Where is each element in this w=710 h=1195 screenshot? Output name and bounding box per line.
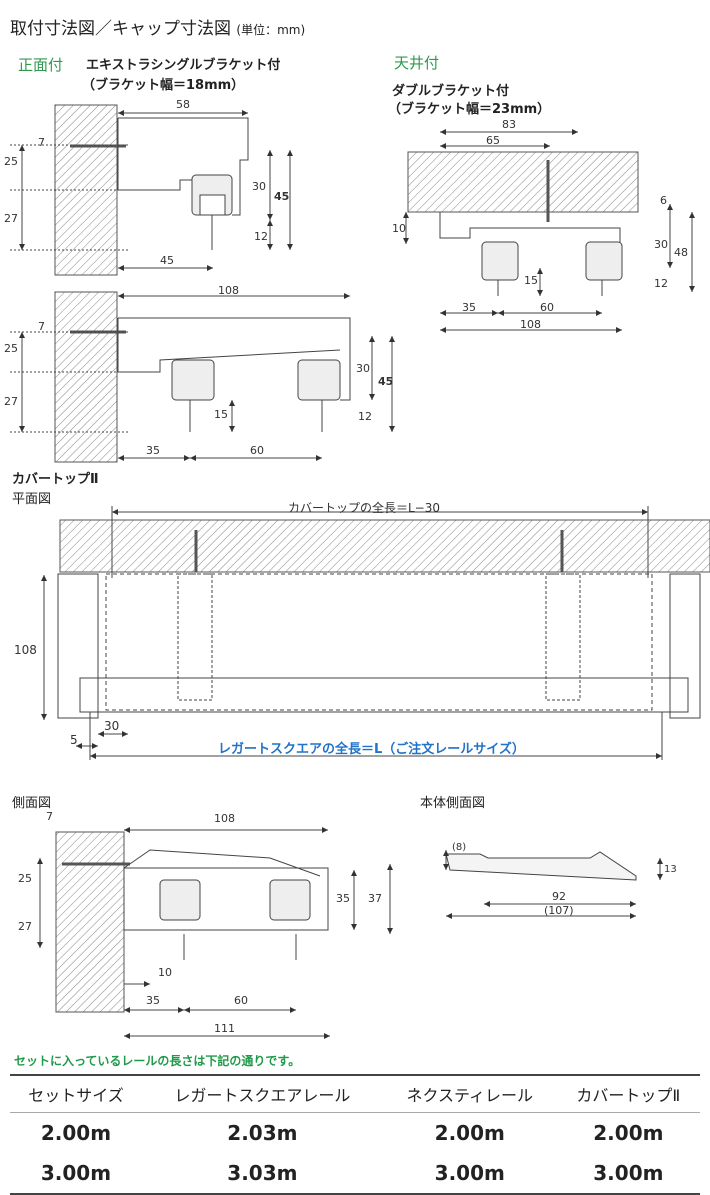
table-cell: 3.00m [382, 1153, 557, 1195]
table-header-row: セットサイズ レガートスクエアレール ネクスティレール カバートップⅡ [10, 1074, 700, 1113]
table-row: 3.00m 3.03m 3.00m 3.00m [10, 1153, 700, 1195]
side-dim-35: 35 [336, 892, 350, 905]
dim-27b: 27 [4, 395, 18, 408]
side-dim-27: 27 [18, 920, 32, 933]
body-dim-92: 92 [552, 890, 566, 903]
table-cell: 3.00m [10, 1153, 142, 1195]
dim-60: 60 [250, 444, 264, 457]
front-single-drawing [10, 104, 293, 276]
ceiling-drawing [403, 129, 695, 333]
cover-heading: カバートップⅡ [12, 472, 99, 487]
dim-45: 45 [274, 190, 289, 203]
ceiling-dim-108: 108 [520, 318, 541, 331]
dim-35: 35 [146, 444, 160, 457]
table-cell: 3.03m [141, 1153, 383, 1195]
ceiling-dim-48: 48 [674, 246, 688, 259]
ceiling-dim-60: 60 [540, 301, 554, 314]
col-header: レガートスクエアレール [141, 1074, 383, 1113]
body-dim-13: 13 [664, 864, 677, 875]
front-bracket-label: エキストラシングルブラケット付 [86, 58, 281, 73]
side-dim-37: 37 [368, 892, 382, 905]
ceiling-dim-35: 35 [462, 301, 476, 314]
cover-dim-108: 108 [14, 643, 37, 657]
dim-7b: 7 [38, 320, 45, 333]
ceiling-dim-12: 12 [654, 277, 668, 290]
table-cell: 2.00m [40, 1121, 112, 1145]
ceiling-dim-30: 30 [654, 238, 668, 251]
ceiling-dim-65: 65 [486, 134, 500, 147]
side-dim-60: 60 [234, 994, 248, 1007]
table-cell: 2.00m [434, 1121, 505, 1145]
side-label: 側面図 [12, 796, 52, 811]
ceiling-dim-10: 10 [392, 222, 406, 235]
dim-27: 27 [4, 212, 18, 225]
ceiling-bracket-label: ダブルブラケット付 [392, 84, 510, 99]
col-header: カバートップⅡ [556, 1074, 700, 1113]
ceiling-heading: 天井付 [394, 54, 440, 72]
plan-label: 平面図 [12, 492, 52, 507]
side-dim-108: 108 [214, 812, 235, 825]
body-dim-107: (107) [544, 904, 574, 917]
dim-12b: 12 [358, 410, 372, 423]
dim-45b: 45 [160, 254, 174, 267]
title-text: 取付寸法図／キャップ寸法図 [10, 19, 231, 39]
dimension-drawing: 58 7 25 27 30 45 12 45 108 7 25 27 30 45… [4, 98, 710, 1039]
ceiling-dim-6: 6 [660, 194, 667, 207]
legato-length-label: レガートスクエアの全長＝L（ご注文レールサイズ） [218, 742, 525, 757]
ceiling-dim-15: 15 [524, 274, 538, 287]
side-dim-35b: 35 [146, 994, 160, 1007]
set-size-table: セットサイズ レガートスクエアレール ネクスティレール カバートップⅡ 2.00… [10, 1074, 700, 1195]
plan-drawing [41, 506, 710, 760]
body-side-drawing [443, 850, 663, 919]
dim-15: 15 [214, 408, 228, 421]
cover-total-length: カバートップの全長＝L−30 [288, 500, 440, 515]
cover-dim-5: 5 [70, 733, 78, 747]
title-unit: (単位：mm) [236, 23, 306, 37]
table-row: 2.00m 2.03m 2.00m 2.00m [10, 1113, 700, 1154]
dim-45c: 45 [378, 375, 393, 388]
dim-58: 58 [176, 98, 190, 111]
col-header: セットサイズ [10, 1074, 142, 1113]
side-dim-111: 111 [214, 1022, 235, 1035]
front-heading: 正面付 [18, 56, 64, 74]
ceiling-bracket-width: （ブラケット幅＝23mm） [388, 102, 551, 117]
col-header: ネクスティレール [382, 1074, 557, 1113]
dim-30b: 30 [356, 362, 370, 375]
body-dim-8: (8) [452, 842, 466, 853]
side-dim-25: 25 [18, 872, 32, 885]
set-note: セットに入っているレールの長さは下記の通りです。 [14, 1054, 301, 1068]
body-side-label: 本体側面図 [420, 796, 486, 811]
dim-25: 25 [4, 155, 18, 168]
dim-7: 7 [38, 136, 45, 149]
table-cell: 2.00m [593, 1121, 664, 1145]
side-dim-10: 10 [158, 966, 172, 979]
dim-108: 108 [218, 284, 239, 297]
side-dim-7: 7 [46, 810, 53, 823]
dim-30: 30 [252, 180, 266, 193]
dim-25b: 25 [4, 342, 18, 355]
table-cell: 2.03m [227, 1121, 298, 1145]
dim-12: 12 [254, 230, 268, 243]
ceiling-dim-83: 83 [502, 118, 516, 131]
front-double-drawing [10, 291, 395, 463]
cover-dim-30: 30 [104, 719, 119, 733]
table-cell: 3.00m [556, 1153, 700, 1195]
front-bracket-width: （ブラケット幅＝18mm） [82, 78, 245, 93]
side-drawing [37, 827, 393, 1039]
page-title: 取付寸法図／キャップ寸法図 (単位：mm) [10, 14, 305, 39]
